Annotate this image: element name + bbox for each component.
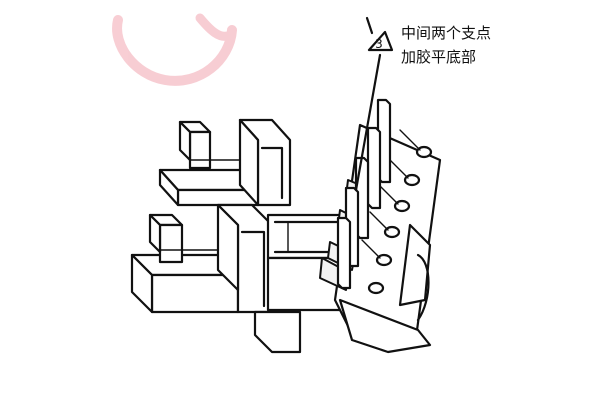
callout-text-line1: 中间两个支点 [401, 24, 492, 42]
left-lower-flange [130, 203, 302, 354]
watermark [112, 13, 237, 86]
callout-number: 3 [375, 37, 383, 51]
center-core [266, 213, 347, 312]
callout-marker: 3 [354, 16, 394, 192]
right-pin-header [319, 98, 442, 354]
left-upper-flange [158, 118, 292, 207]
callout-text-line2: 加胶平底部 [401, 48, 477, 66]
